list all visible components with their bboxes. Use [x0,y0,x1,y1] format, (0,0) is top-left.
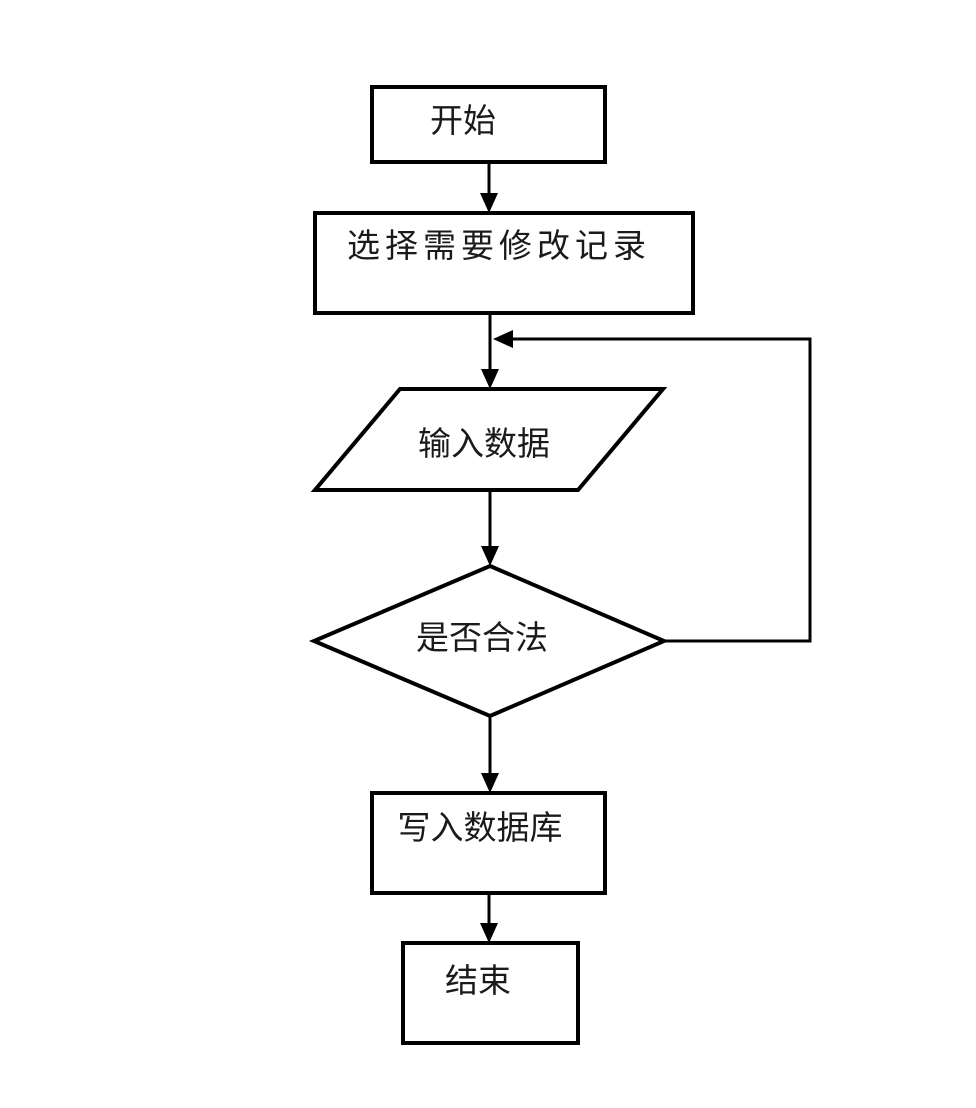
edge-start-to-select [480,162,498,213]
decision-diamond [308,563,670,719]
edge-select-to-input [481,313,499,389]
arrowhead-down-icon [481,546,499,566]
arrowhead-down-icon [481,773,499,793]
edge-decision-to-write [481,716,499,793]
end-label: 结束 [445,962,511,999]
node-input-data: 输入数据 [310,387,668,492]
input-data-label: 输入数据 [418,425,550,462]
arrowhead-down-icon [480,923,498,943]
select-record-label: 选择需要修改记录 [347,227,651,264]
node-select-record: 选择需要修改记录 [313,211,695,315]
write-db-rect [370,791,607,895]
node-start: 开始 [370,85,607,164]
edge-write-to-end [480,893,498,943]
arrowhead-down-icon [480,193,498,213]
node-end: 结束 [401,941,580,1045]
node-decision-valid: 是否合法 [308,563,670,719]
edge-input-to-decision [481,490,499,566]
decision-label: 是否合法 [416,619,548,656]
node-write-db: 写入数据库 [370,791,607,895]
end-rect [401,941,580,1045]
arrowhead-down-icon [481,369,499,389]
select-record-rect [313,211,695,315]
input-data-parallelogram [310,387,668,492]
edge-loop-back-line [512,337,812,643]
write-db-label: 写入数据库 [398,809,563,846]
arrowhead-left-icon [493,330,513,348]
start-label: 开始 [430,102,496,139]
start-rect [370,85,607,164]
edge-decision-loop-back [493,330,812,643]
